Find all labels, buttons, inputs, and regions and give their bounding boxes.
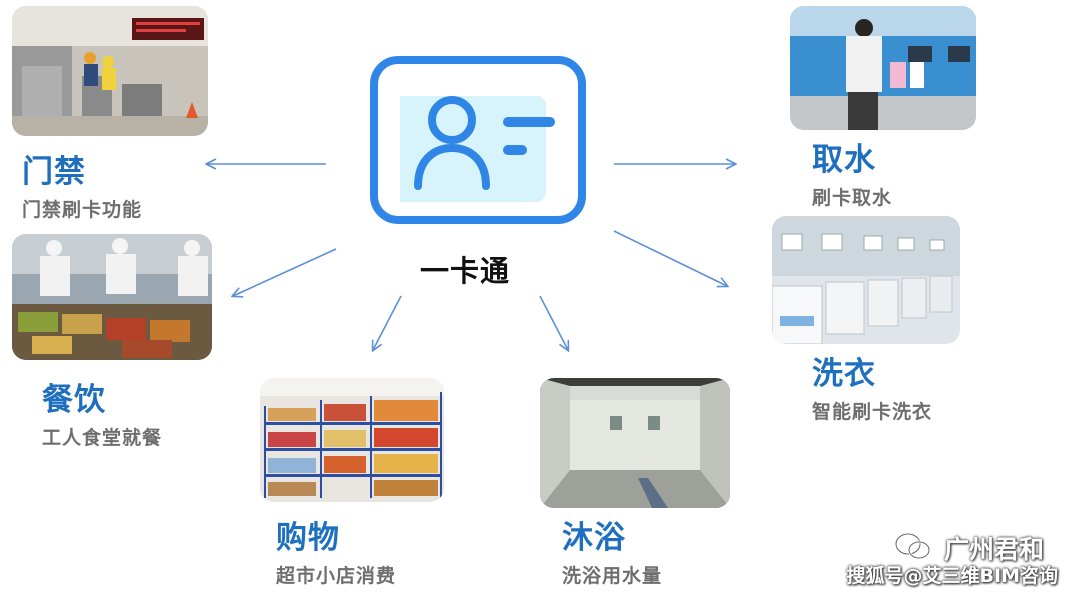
bath-title: 沐浴: [562, 520, 626, 556]
center-label: 一卡通: [420, 254, 511, 288]
arrow-to-dining: [233, 248, 337, 296]
bath-subtitle: 洗浴用水量: [562, 565, 663, 587]
dining-title: 餐饮: [42, 382, 106, 418]
watermark-source: 搜狐号@艾三维BIM咨询: [846, 565, 1058, 587]
wechat-icon: [894, 532, 931, 560]
canteen-photo: [12, 234, 212, 360]
access-subtitle: 门禁刷卡功能: [22, 199, 143, 221]
shopping-title: 购物: [276, 520, 340, 556]
laundry-subtitle: 智能刷卡洗衣: [812, 401, 933, 423]
water-subtitle: 刷卡取水: [812, 187, 893, 209]
shower-room-photo: [540, 378, 730, 508]
washing-machines-photo: [772, 216, 960, 344]
laundry-title: 洗衣: [812, 356, 876, 392]
dining-subtitle: 工人食堂就餐: [42, 427, 163, 449]
id-card-icon: [370, 56, 586, 224]
access-title: 门禁: [22, 154, 86, 190]
water-title: 取水: [812, 142, 876, 178]
arrow-to-shopping: [373, 295, 402, 350]
watermark-brand: 广州君和: [943, 535, 1044, 564]
arrow-to-laundry: [613, 230, 727, 286]
shopping-subtitle: 超市小店消费: [276, 565, 397, 587]
turnstile-gate-photo: [12, 6, 208, 136]
store-shelves-photo: [260, 378, 444, 502]
water-dispenser-photo: [790, 6, 976, 130]
arrow-to-bath: [539, 295, 568, 350]
